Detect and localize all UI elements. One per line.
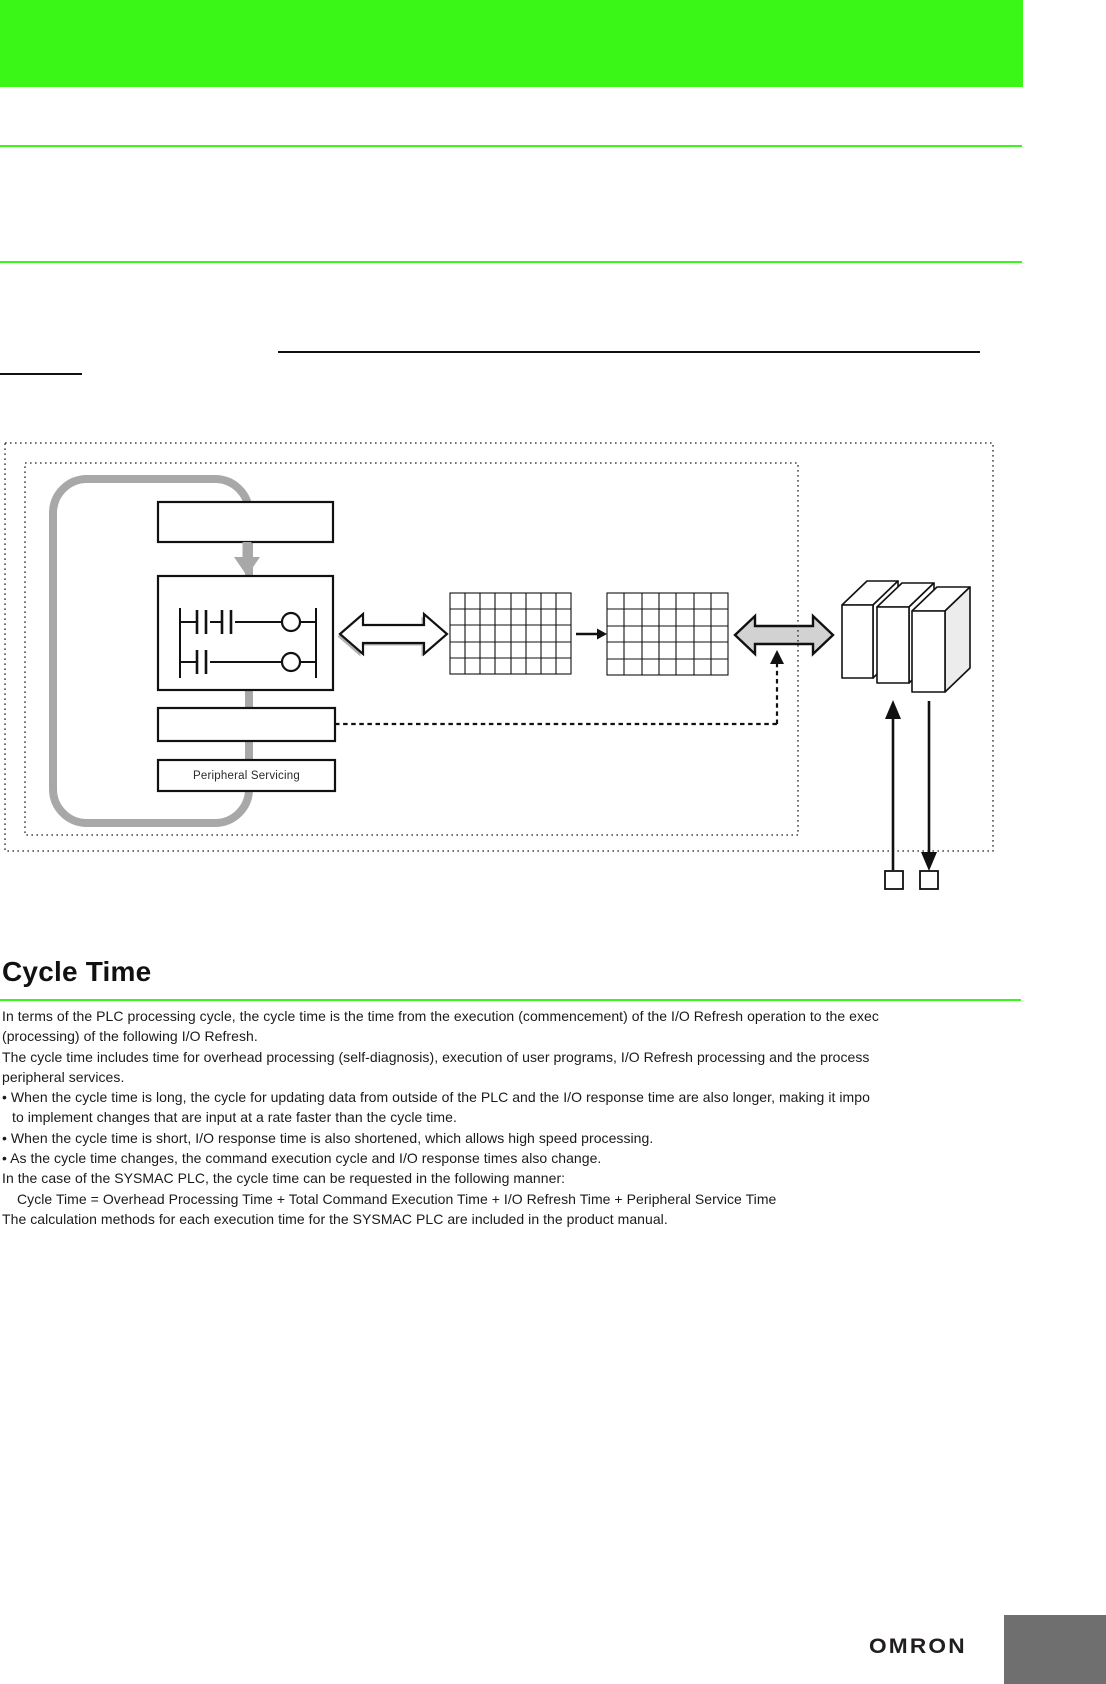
body-line: In the case of the SYSMAC PLC, the cycle… <box>2 1170 566 1187</box>
body-line: • When the cycle time is short, I/O resp… <box>2 1129 654 1146</box>
inner-dotted-frame <box>24 462 799 836</box>
body-line: (processing) of the following I/O Refres… <box>2 1028 258 1045</box>
header-banner <box>0 0 1023 87</box>
grid-transfer-arrow <box>576 628 607 640</box>
corner-tab <box>1004 1615 1106 1684</box>
peripheral-servicing-label: Peripheral Servicing <box>193 769 300 782</box>
dashed-connector <box>335 650 784 726</box>
output-arrow-down <box>921 701 937 871</box>
plc-cycle-diagram <box>4 442 994 890</box>
ladder-diagram <box>179 608 317 678</box>
io-memory-grid-1 <box>449 592 572 675</box>
contact-symbols-rung1 <box>195 610 233 634</box>
body-line: • When the cycle time is long, the cycle… <box>2 1089 870 1106</box>
body-text-block: In terms of the PLC processing cycle, th… <box>2 1006 1106 1229</box>
body-line: The calculation methods for each executi… <box>2 1210 668 1227</box>
omron-logo: OMRON <box>869 1635 967 1658</box>
outer-dotted-frame <box>4 442 994 852</box>
header-rule-top <box>0 145 1022 147</box>
program-execution-box <box>156 574 335 692</box>
coil-symbol-rung2 <box>280 651 302 673</box>
output-terminal-square <box>919 870 939 890</box>
contact-symbols-rung2 <box>195 650 208 674</box>
section-heading-rule <box>0 999 1021 1001</box>
body-line: Cycle Time = Overhead Processing Time + … <box>17 1190 777 1207</box>
section-heading: Cycle Time <box>2 956 152 987</box>
io-exchange-arrow-gray <box>733 613 835 657</box>
io-refresh-box <box>156 706 337 743</box>
body-line: In terms of the PLC processing cycle, th… <box>2 1008 879 1024</box>
body-line: The cycle time includes time for overhea… <box>2 1048 870 1065</box>
coil-symbol-rung1 <box>280 611 302 633</box>
cycle-down-arrow <box>234 542 260 576</box>
slab-3 <box>911 586 971 693</box>
body-line: to implement changes that are input at a… <box>12 1109 457 1126</box>
body-line: • As the cycle time changes, the command… <box>2 1150 602 1167</box>
io-memory-grid-2 <box>606 592 729 676</box>
plc-unit-slabs <box>841 580 971 693</box>
title-underline-long <box>278 351 980 353</box>
title-underline-short <box>0 373 82 375</box>
input-arrow-up <box>885 700 901 870</box>
peripheral-servicing-box <box>156 758 337 793</box>
body-line: peripheral services. <box>2 1068 125 1085</box>
memory-exchange-arrow-outline <box>337 611 449 657</box>
header-rule-bottom <box>0 261 1022 263</box>
overhead-processing-box <box>156 500 335 544</box>
input-terminal-square <box>884 870 904 890</box>
